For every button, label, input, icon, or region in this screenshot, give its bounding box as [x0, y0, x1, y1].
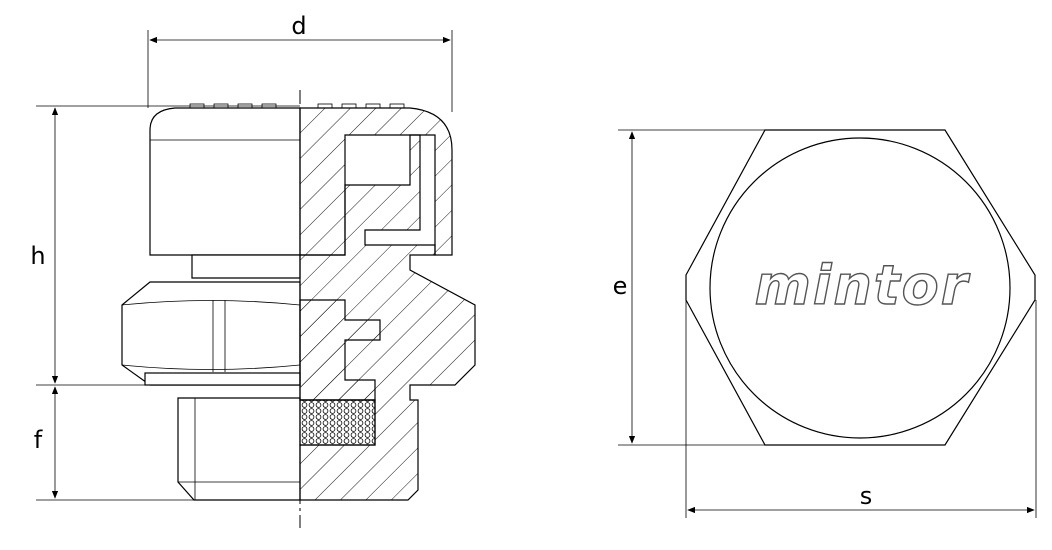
dimension-f: f — [34, 386, 300, 501]
section-view — [121, 90, 476, 528]
exterior-half — [121, 103, 301, 501]
hex-chamfer-bottom — [121, 364, 301, 370]
section-half — [299, 103, 476, 501]
hex-outline — [685, 129, 1036, 446]
dimension-f-label: f — [34, 426, 43, 454]
dimension-s: s — [685, 300, 1037, 518]
thread-exterior — [177, 397, 301, 501]
dimension-d-label: d — [291, 12, 306, 40]
dimension-e-label: e — [613, 272, 628, 300]
top-view: mintor — [685, 129, 1036, 446]
body-section — [299, 134, 476, 501]
filter-mesh — [299, 399, 376, 446]
hex-chamfer-top — [121, 300, 301, 306]
washer-exterior — [144, 372, 301, 386]
dimension-h: h — [30, 105, 300, 386]
mintor-logo: mintor — [755, 254, 971, 317]
vent-slots-section — [317, 103, 405, 109]
dimension-d: d — [147, 12, 453, 112]
neck-exterior — [191, 254, 301, 279]
cap-exterior — [149, 107, 301, 256]
dimension-e: e — [613, 129, 765, 446]
dimension-h-label: h — [30, 242, 45, 270]
cap-section — [299, 107, 453, 256]
dimension-s-label: s — [860, 482, 873, 510]
cap-circle — [709, 137, 1011, 439]
